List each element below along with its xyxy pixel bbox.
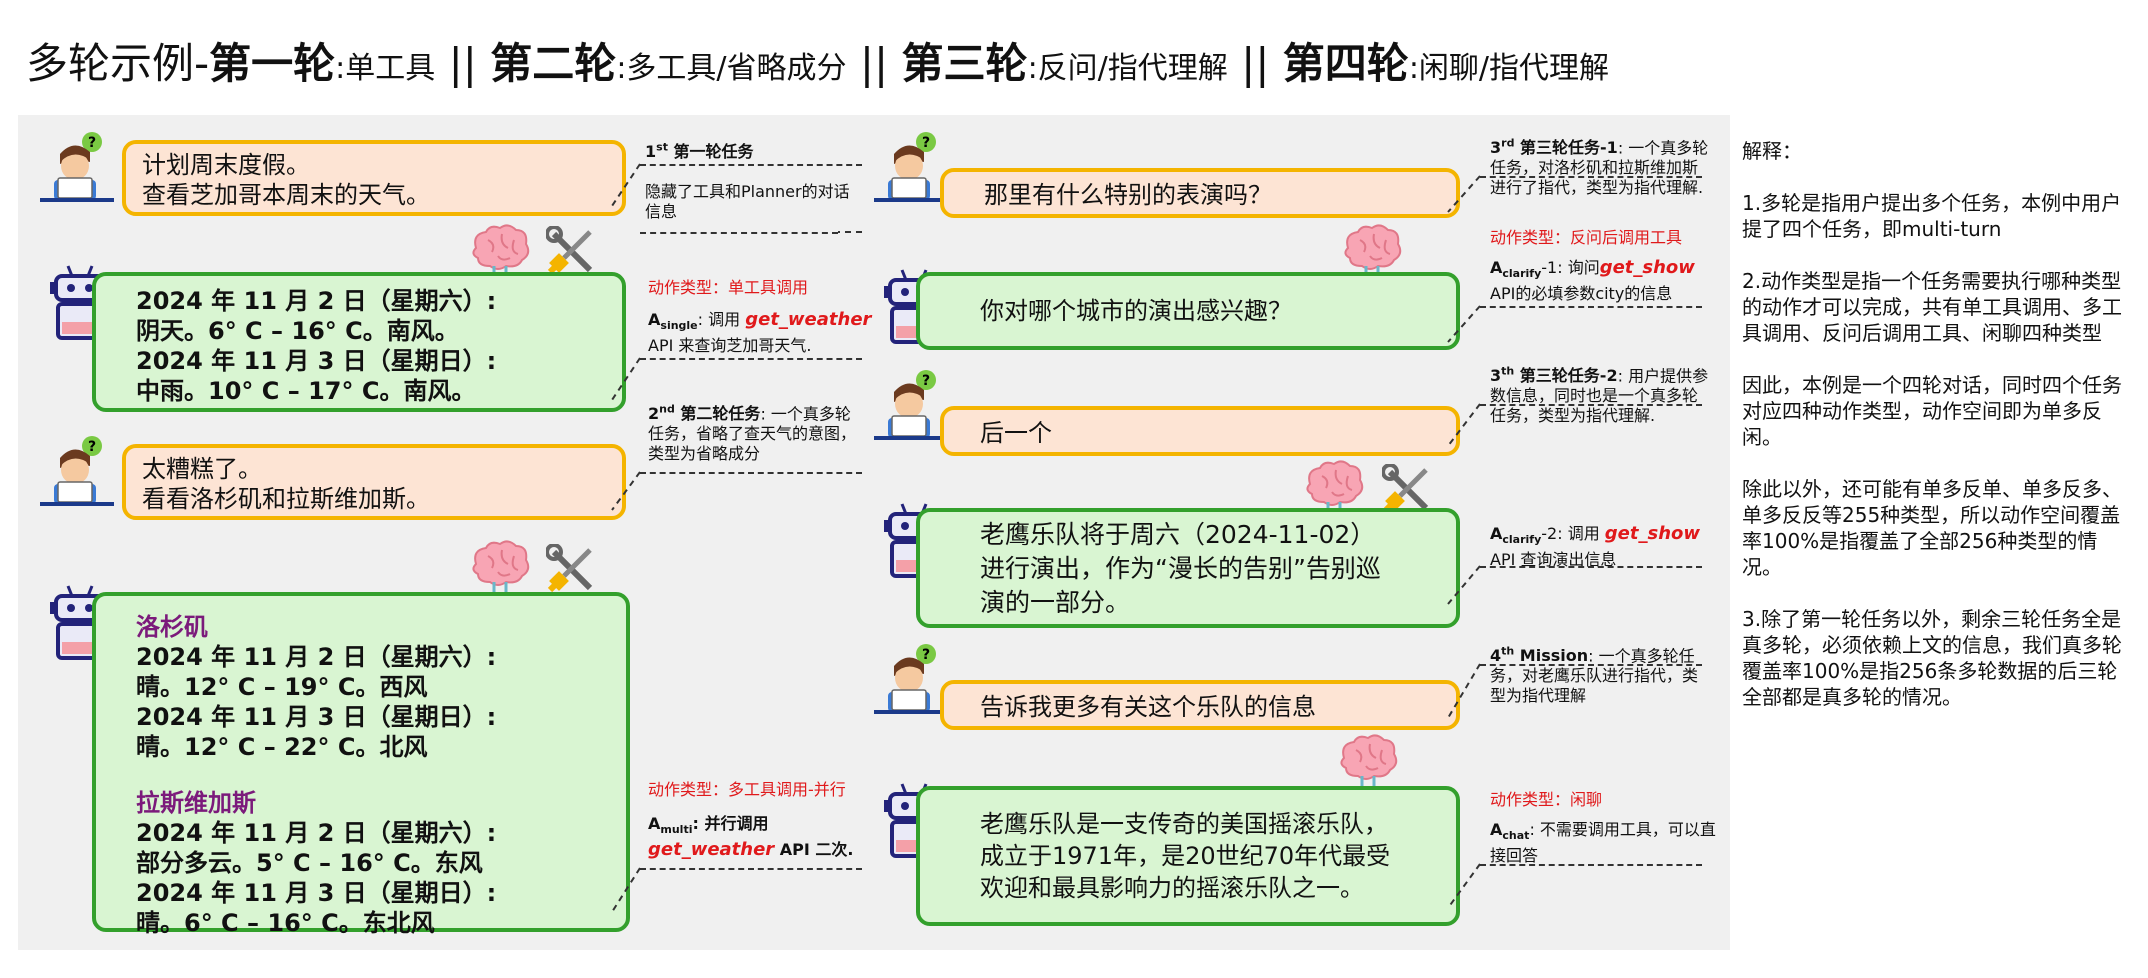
- system-turn3b-text: 老鹰乐队将于周六（2024-11-02）进行演出，作为“漫长的告别”告别巡演的一…: [980, 520, 1381, 617]
- user-turn1-line2: 查看芝加哥本周末的天气。: [142, 181, 430, 209]
- title-round4: 第四轮: [1282, 39, 1409, 88]
- system-turn3-text: 你对哪个城市的演出感兴趣？: [980, 297, 1292, 325]
- connector-line: [640, 164, 862, 166]
- title-round1-desc: :单工具: [335, 51, 436, 86]
- connector-line: [1480, 864, 1702, 866]
- user-bubble-turn3b: 后一个: [940, 406, 1460, 456]
- weather-line: 2024 年 11 月 2 日（星期六）:: [136, 643, 497, 671]
- system-turn4-text: 老鹰乐队是一支传奇的美国摇滚乐队，成立于1971年，是20世纪70年代最受欢迎和…: [980, 810, 1391, 902]
- title-round1: 第一轮: [209, 39, 336, 88]
- explanation-paragraph: 2.动作类型是指一个任务需要执行哪种类型的动作才可以完成，共有单工具调用、多工具…: [1742, 269, 2122, 345]
- annotation-turn4-action: 动作类型：闲聊 Achat: 不需要调用工具，可以直接回答: [1490, 790, 1716, 866]
- title-separator: ||: [435, 39, 491, 88]
- connector-line: [1480, 664, 1702, 666]
- city-label: 洛杉矶: [136, 613, 208, 641]
- connector-line: [1480, 176, 1702, 178]
- connector-line: [640, 472, 862, 474]
- annotation-turn3-action1: 动作类型：反问后调用工具 Aclarify-1: 询问get_show API的…: [1490, 228, 1695, 304]
- weather-line: 2024 年 11 月 3 日（星期日）:: [136, 347, 497, 375]
- explanation-paragraph: 除此以外，还可能有单多反单、单多反多、单多反反等255种类型，所以动作空间覆盖率…: [1742, 477, 2122, 579]
- title-separator: ||: [846, 39, 902, 88]
- user-bubble-turn1: 计划周末度假。 查看芝加哥本周末的天气。: [122, 140, 626, 216]
- weather-line: 部分多云。5° C – 16° C。东风: [136, 849, 483, 877]
- explanation-paragraph: 1.多轮是指用户提出多个任务，本例中用户提了四个任务，即multi-turn: [1742, 191, 2122, 241]
- user-turn2-line1: 太糟糕了。: [142, 455, 262, 483]
- user-turn3b-text: 后一个: [980, 419, 1052, 447]
- weather-line: 2024 年 11 月 2 日（星期六）:: [136, 287, 497, 315]
- connector-line: [640, 358, 862, 360]
- weather-line: 中雨。10° C – 17° C。南风。: [136, 377, 476, 405]
- annotation-turn3-task2: 3th 第三轮任务-2: 用户提供参数信息，同时也是一个真多轮任务，类型为指代理…: [1490, 365, 1709, 426]
- user-bubble-turn3: 那里有什么特别的表演吗？: [940, 168, 1460, 218]
- page-title: 多轮示例-第一轮:单工具 || 第二轮:多工具/省略成分 || 第三轮:反问/指…: [26, 30, 1609, 91]
- annotation-turn3-task1: 3rd 第三轮任务-1: 一个真多轮任务，对洛杉矶和拉斯维加斯进行了指代，类型为…: [1490, 137, 1709, 198]
- weather-line: 2024 年 11 月 3 日（星期日）:: [136, 879, 497, 907]
- annotation-turn3-action2: Aclarify-2: 调用 get_show API 查询演出信息: [1490, 523, 1701, 570]
- annotation-turn2-action: 动作类型：多工具调用-并行 Amulti: 并行调用 get_weather A…: [648, 780, 854, 861]
- title-prefix: 多轮示例-: [26, 39, 210, 88]
- system-bubble-turn1: 2024 年 11 月 2 日（星期六）: 阴天。6° C – 16° C。南风…: [92, 272, 626, 412]
- weather-line: 2024 年 11 月 3 日（星期日）:: [136, 703, 497, 731]
- user-turn2-line2: 看看洛杉矶和拉斯维加斯。: [142, 485, 430, 513]
- system-bubble-turn3b: 老鹰乐队将于周六（2024-11-02）进行演出，作为“漫长的告别”告别巡演的一…: [916, 508, 1460, 628]
- title-round3: 第三轮: [901, 39, 1028, 88]
- connector-line: [1480, 306, 1702, 308]
- annotation-desc: 隐藏了工具和Planner的对话信息: [645, 182, 850, 222]
- weather-line: 晴。12° C – 19° C。西风: [136, 673, 428, 701]
- city-label: 拉斯维加斯: [136, 789, 256, 817]
- connector-line: [1480, 566, 1702, 568]
- title-separator: ||: [1227, 39, 1283, 88]
- explanation-paragraph: 因此，本例是一个四轮对话，同时四个任务对应四种动作类型，动作空间即为单多反闲。: [1742, 373, 2122, 449]
- annotation-turn1-task: 1st 第一轮任务 隐藏了工具和Planner的对话信息: [645, 141, 850, 222]
- title-round4-desc: :闲聊/指代理解: [1408, 51, 1610, 86]
- system-bubble-turn2: 洛杉矶 2024 年 11 月 2 日（星期六）: 晴。12° C – 19° …: [92, 592, 630, 937]
- user-bubble-turn2: 太糟糕了。 看看洛杉矶和拉斯维加斯。: [122, 444, 626, 520]
- connector-line: [640, 868, 862, 870]
- user-bubble-turn4: 告诉我更多有关这个乐队的信息: [940, 680, 1460, 730]
- user-turn3-text: 那里有什么特别的表演吗？: [984, 181, 1272, 209]
- title-round3-desc: :反问/指代理解: [1027, 51, 1228, 86]
- title-round2: 第二轮: [490, 39, 617, 88]
- connector-line: [640, 232, 838, 234]
- weather-line: 晴。6° C – 16° C。东北风: [136, 909, 435, 937]
- explanation-paragraph: 3.除了第一轮任务以外，剩余三轮任务全是真多轮，必须依赖上文的信息，我们真多轮覆…: [1742, 607, 2122, 709]
- user-turn1-line1: 计划周末度假。: [142, 151, 310, 179]
- user-turn4-text: 告诉我更多有关这个乐队的信息: [980, 693, 1316, 721]
- system-bubble-turn4: 老鹰乐队是一支传奇的美国摇滚乐队，成立于1971年，是20世纪70年代最受欢迎和…: [916, 786, 1460, 926]
- explanation-heading: 解释：: [1742, 139, 1802, 163]
- weather-line: 晴。12° C – 22° C。北风: [136, 733, 428, 761]
- explanation-panel: 解释： 1.多轮是指用户提出多个任务，本例中用户提了四个任务，即multi-tu…: [1742, 138, 2132, 736]
- system-bubble-turn3: 你对哪个城市的演出感兴趣？: [916, 272, 1460, 350]
- connector-line: [1480, 404, 1702, 406]
- annotation-turn4-task: 4th Mission: 一个真多轮任务，对老鹰乐队进行指代，类型为指代理解: [1490, 645, 1699, 706]
- annotation-turn1-action: 动作类型：单工具调用 Asingle: 调用 get_weather API 来…: [648, 278, 872, 356]
- annotation-turn2-task: 2nd 第二轮任务: 一个真多轮任务，省略了查天气的意图，类型为省略成分: [648, 403, 857, 464]
- title-round2-desc: :多工具/省略成分: [616, 51, 847, 86]
- weather-line: 阴天。6° C – 16° C。南风。: [136, 317, 459, 345]
- weather-line: 2024 年 11 月 2 日（星期六）:: [136, 819, 497, 847]
